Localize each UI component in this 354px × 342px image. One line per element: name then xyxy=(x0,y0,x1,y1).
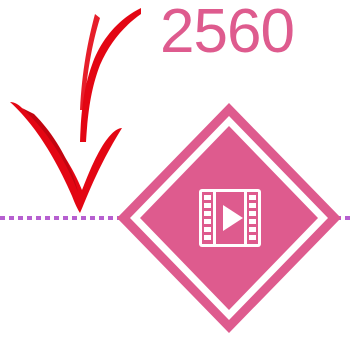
hand-drawn-arrow-icon xyxy=(10,8,141,213)
video-milestone-badge[interactable] xyxy=(117,103,341,333)
video-file-icon xyxy=(199,189,261,247)
milestone-count: 2560 xyxy=(160,0,294,64)
